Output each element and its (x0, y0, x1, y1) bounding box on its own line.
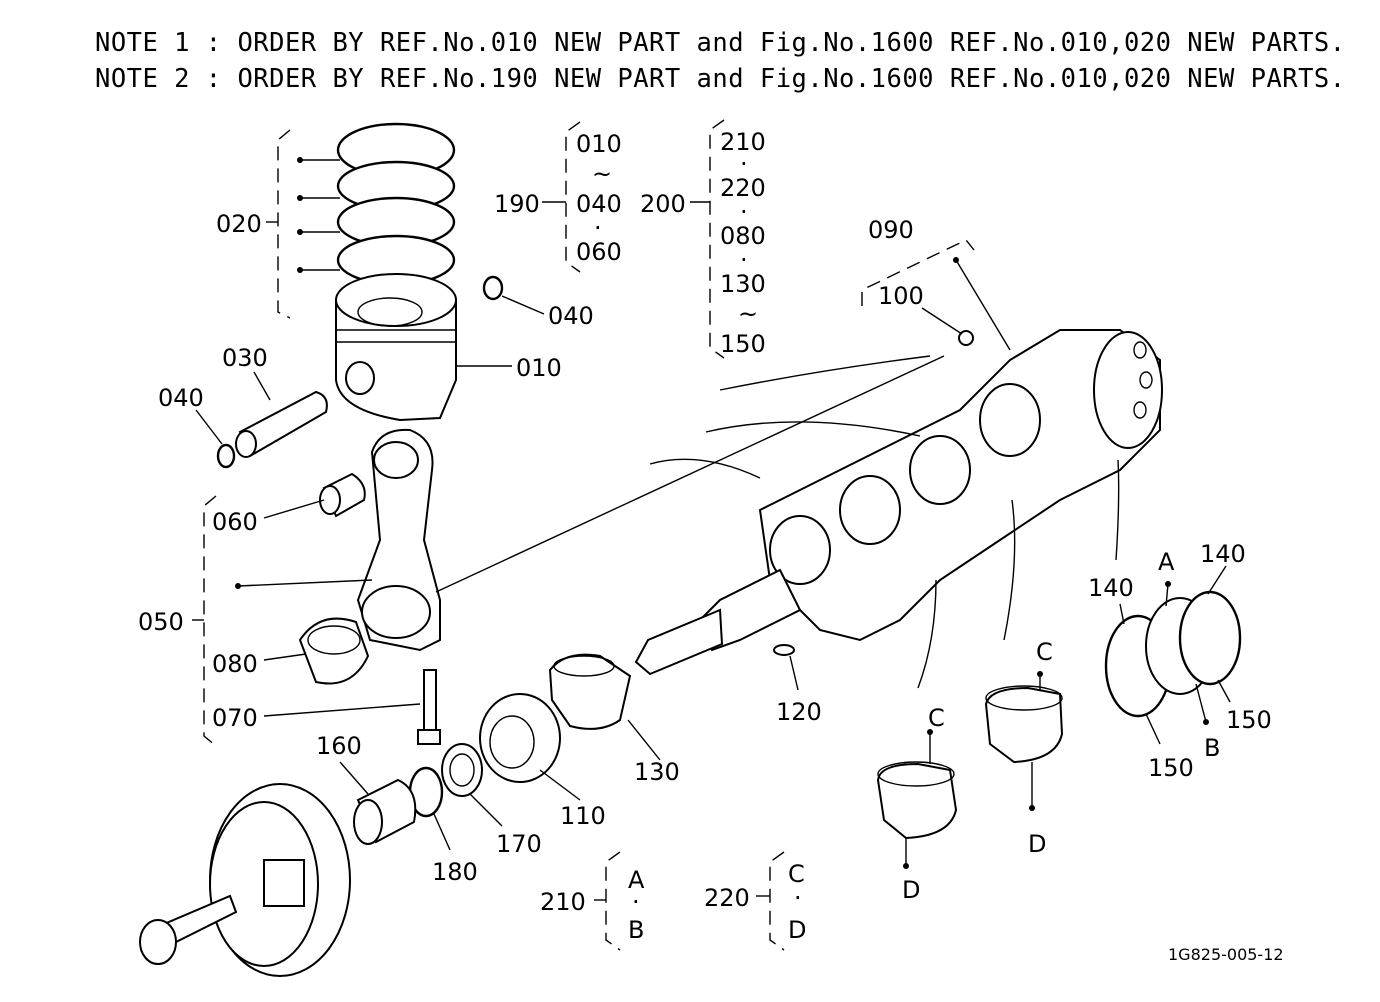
big-end-bearing (298, 617, 370, 685)
label-030: 030 (222, 344, 268, 372)
letter-a: A (1158, 548, 1175, 576)
letter-c-2: C (1036, 638, 1053, 666)
label-020: 020 (216, 210, 262, 238)
group-200-ref: 200 (640, 190, 686, 218)
label-130: 130 (634, 758, 680, 786)
note-2: NOTE 2 : ORDER BY REF.No.190 NEW PART an… (95, 64, 1346, 94)
group-200-item: 220 (720, 174, 766, 202)
small-end-bushing (319, 472, 366, 518)
group-190-item: · (594, 214, 602, 242)
label-120: 120 (776, 698, 822, 726)
crankshaft-pulley (209, 783, 351, 977)
crankshaft (634, 329, 1163, 676)
label-150-right: 150 (1226, 706, 1272, 734)
group-210-item: A (628, 866, 645, 894)
label-060: 060 (212, 508, 258, 536)
group-200-item: · (740, 150, 748, 178)
letter-b: B (1204, 734, 1220, 762)
group-210-ref: 210 (540, 888, 586, 916)
group-210-item: B (628, 916, 644, 944)
pulley-bolt (139, 894, 238, 965)
label-040-right: 040 (548, 302, 594, 330)
key (773, 644, 795, 656)
group-190-item: ~ (592, 160, 612, 188)
note-1: NOTE 1 : ORDER BY REF.No.010 NEW PART an… (95, 28, 1346, 58)
group-220-item: C (788, 860, 805, 888)
circlip-top (482, 275, 504, 301)
circlip-left (216, 443, 236, 469)
group-190-item: 060 (576, 238, 622, 266)
label-140-left: 140 (1088, 574, 1134, 602)
main-bearing-c-2 (984, 685, 1064, 764)
group-200-item: 130 (720, 270, 766, 298)
piston-rings (336, 122, 456, 286)
piston-pin (235, 390, 328, 458)
label-110: 110 (560, 802, 606, 830)
collar-160 (353, 778, 417, 845)
label-180: 180 (432, 858, 478, 886)
main-bearing-ab (1104, 590, 1242, 718)
group-200-item: 150 (720, 330, 766, 358)
label-150-left: 150 (1148, 754, 1194, 782)
label-100: 100 (878, 282, 924, 310)
oil-plug (958, 330, 974, 346)
letter-d-1: D (902, 876, 920, 904)
group-190-item: 040 (576, 190, 622, 218)
figure-code: 1G825-005-12 (1168, 945, 1284, 964)
group-210-item: · (632, 888, 640, 916)
main-bearing-c-1 (876, 761, 958, 840)
group-190-item: 010 (576, 130, 622, 158)
rod-bolt (417, 669, 441, 745)
group-200-item: · (740, 198, 748, 226)
label-050: 050 (138, 608, 184, 636)
label-170: 170 (496, 830, 542, 858)
label-070: 070 (212, 704, 258, 732)
label-140-right: 140 (1200, 540, 1246, 568)
group-190-ref: 190 (494, 190, 540, 218)
group-220-item: · (794, 884, 802, 912)
letter-c-1: C (928, 704, 945, 732)
label-080: 080 (212, 650, 258, 678)
group-200-item: 080 (720, 222, 766, 250)
group-220-item: D (788, 916, 806, 944)
group-200-item: 210 (720, 128, 766, 156)
label-010: 010 (516, 354, 562, 382)
label-090: 090 (868, 216, 914, 244)
connecting-rod (356, 428, 441, 652)
label-040-left: 040 (158, 384, 204, 412)
label-160: 160 (316, 732, 362, 760)
group-200-item: ~ (738, 300, 758, 328)
group-200-item: · (740, 246, 748, 274)
letter-d-2: D (1028, 830, 1046, 858)
piston (335, 273, 457, 422)
group-220-ref: 220 (704, 884, 750, 912)
thrust-bearing-130 (548, 653, 632, 730)
collar-170 (441, 743, 483, 797)
crank-gear (479, 693, 561, 783)
